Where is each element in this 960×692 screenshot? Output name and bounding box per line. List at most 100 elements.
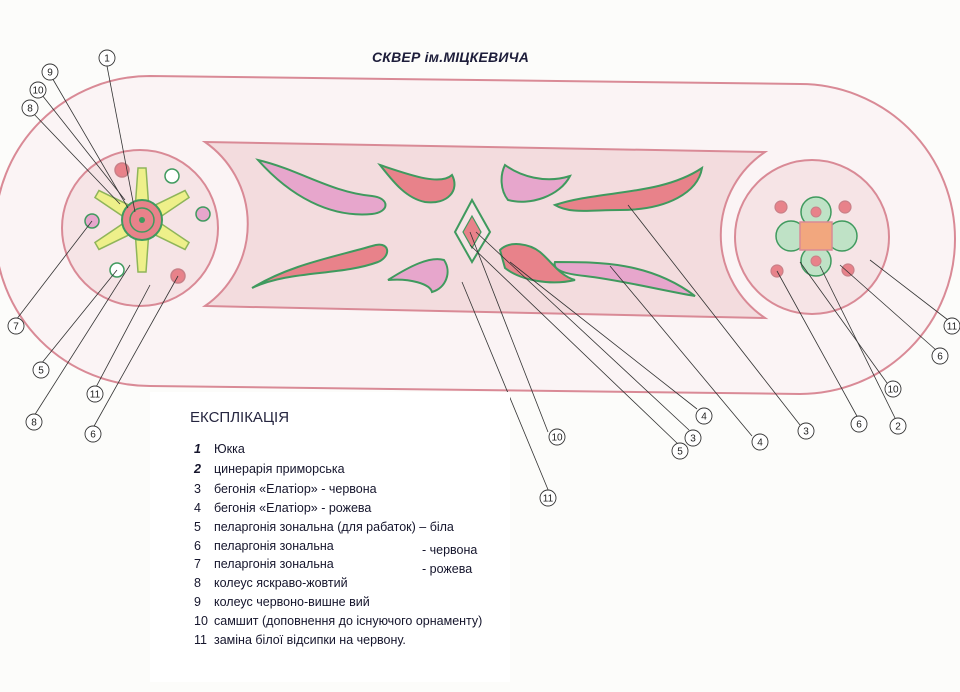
- central-ornament: [251, 158, 704, 297]
- legend-item-text: бегонія «Елатіор» - червона: [214, 482, 377, 496]
- callout-circle: [671, 442, 689, 460]
- callout-marker: 4: [751, 433, 769, 451]
- legend-item-num: 8: [194, 576, 201, 590]
- left-star-planting: [93, 167, 191, 273]
- legend-item-text: колеус червоно-вишне вий: [214, 595, 370, 609]
- callout-label: 5: [677, 447, 683, 458]
- legend-item-num: 10: [194, 614, 208, 628]
- legend-item-num: 7: [194, 557, 201, 571]
- callout-marker: 11: [943, 317, 960, 335]
- central-diamond-inner: [462, 214, 482, 250]
- callout-lines: [15, 65, 949, 493]
- legend-note-pink: - рожева: [422, 562, 473, 576]
- legend-item-num: 2: [194, 462, 201, 476]
- callout-marker: 4: [695, 407, 713, 425]
- callout-marker: 1: [98, 49, 116, 67]
- callout-circle: [850, 415, 868, 433]
- callout-marker: 11: [539, 489, 557, 507]
- callout-marker: 2: [889, 417, 907, 435]
- legend-item-num: 5: [194, 520, 201, 534]
- legend-item-text: пеларгонія зональна (для рабаток) – біла: [214, 520, 454, 534]
- legend-item-text: бегонія «Елатіор» - рожева: [214, 501, 372, 515]
- legend-item: 5 пеларгонія зональна (для рабаток) – біл…: [194, 520, 454, 534]
- legend-item-num: 9: [194, 595, 201, 609]
- callout-circle: [943, 317, 960, 335]
- callout-marker: 11: [86, 385, 104, 403]
- callout-circle: [684, 429, 702, 447]
- callout-marker: 6: [931, 347, 949, 365]
- callout-circle: [84, 425, 102, 443]
- callout-circle: [751, 433, 769, 451]
- legend-item-num: 3: [194, 482, 201, 496]
- comma-red-bottom-right: [498, 243, 576, 284]
- left-small-circles: [84, 162, 211, 284]
- callout-label: 5: [38, 366, 44, 377]
- callout-label: 7: [13, 322, 19, 333]
- callout-label: 6: [90, 430, 96, 441]
- legend-item: 3 бегонія «Елатіор» - червона: [194, 482, 377, 496]
- callout-circle: [548, 428, 566, 446]
- callout-label: 3: [690, 434, 696, 445]
- wave-pink-bottom-right: [553, 260, 696, 297]
- callout-circle: [29, 81, 47, 99]
- legend-item: 10 самшит (доповнення до існуючого орнаме…: [194, 614, 482, 628]
- callout-circle: [695, 407, 713, 425]
- callout-marker: 6: [84, 425, 102, 443]
- callout-marker: 6: [850, 415, 868, 433]
- callout-marker: 5: [671, 442, 689, 460]
- right-flower-planting: [770, 196, 858, 278]
- callout-marker: 9: [41, 63, 59, 81]
- legend-item: 11 заміна білої відсипки на червону.: [194, 633, 406, 647]
- legend-item-text: колеус яскраво-жовтий: [214, 576, 348, 590]
- callout-label: 6: [856, 420, 862, 431]
- callout-marker: 10: [884, 380, 902, 398]
- callout-label: 3: [803, 427, 809, 438]
- legend-item-text: заміна білої відсипки на червону.: [214, 633, 406, 647]
- legend-note-red: - червона: [422, 543, 478, 557]
- callout-circle: [98, 49, 116, 67]
- comma-red-top: [377, 162, 456, 204]
- callout-label: 2: [895, 422, 901, 433]
- callout-circle: [41, 63, 59, 81]
- callout-label: 8: [27, 104, 33, 115]
- wave-pink-top-left: [255, 158, 387, 216]
- callout-label: 6: [937, 352, 943, 363]
- legend-item: 8 колеус яскраво-жовтий: [194, 576, 348, 590]
- legend-item-num: 4: [194, 501, 201, 515]
- callout-marker: 3: [684, 429, 702, 447]
- legend-item: 2 цинерарія приморська: [194, 462, 345, 476]
- callout-label: 9: [47, 68, 53, 79]
- callout-marker: 8: [21, 99, 39, 117]
- callout-circle: [86, 385, 104, 403]
- legend-item: 4 бегонія «Елатіор» - рожева: [194, 501, 371, 515]
- callout-marker: 5: [32, 361, 50, 379]
- legend-item-text: цинерарія приморська: [214, 462, 345, 476]
- callout-label: 11: [90, 390, 101, 401]
- legend-item-text: самшит (доповнення до існуючого орнамент…: [214, 614, 483, 628]
- callout-circle: [32, 361, 50, 379]
- callout-label: 1: [104, 54, 110, 65]
- legend-item: 9 колеус червоно-вишне вий: [194, 595, 370, 609]
- legend-item-num: 11: [194, 633, 207, 647]
- callout-circle: [884, 380, 902, 398]
- callout-label: 11: [947, 322, 958, 333]
- callout-marker: 10: [548, 428, 566, 446]
- callout-label: 10: [32, 86, 44, 97]
- callout-label: 4: [757, 438, 763, 449]
- wave-red-top-right: [552, 165, 704, 212]
- callout-marker: 8: [25, 413, 43, 431]
- legend-item-num: 6: [194, 539, 201, 553]
- callout-label: 10: [887, 385, 899, 396]
- comma-pink-top-right: [500, 163, 572, 203]
- legend-item-text: пеларгонія зональна: [214, 557, 334, 571]
- legend-item: 7 пеларгонія зональна: [194, 557, 334, 571]
- callout-circle: [797, 422, 815, 440]
- callout-label: 8: [31, 418, 37, 429]
- legend-heading: ЕКСПЛІКАЦІЯ: [190, 409, 290, 426]
- wave-red-bottom-left: [251, 243, 388, 289]
